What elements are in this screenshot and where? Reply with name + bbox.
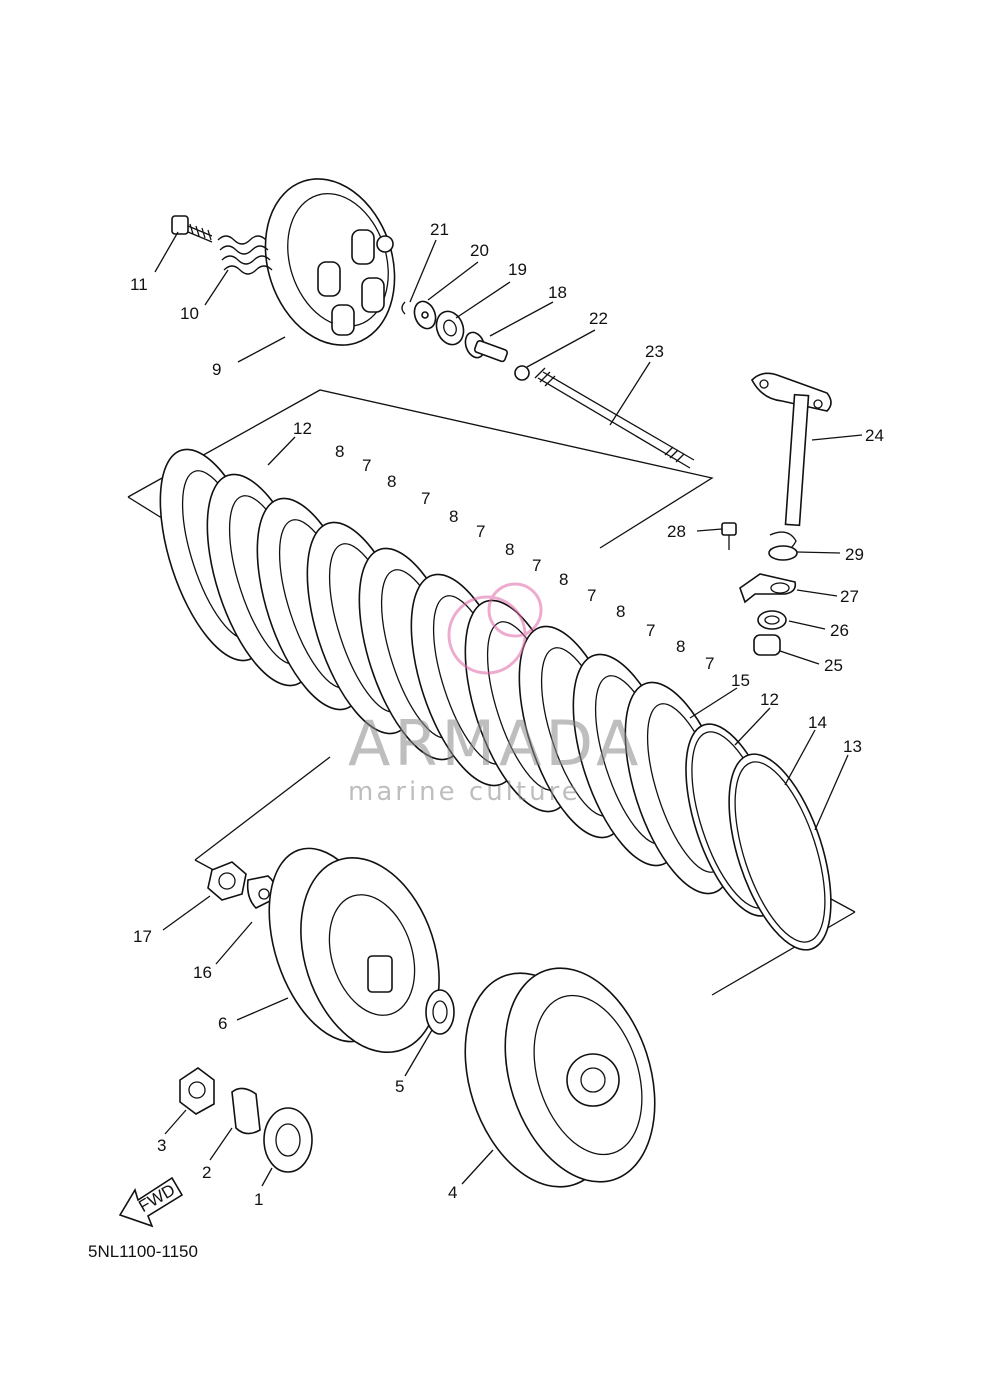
callout-13: 13 [843, 737, 862, 756]
pressure-plate [264, 178, 396, 346]
clutch-boss [268, 847, 440, 1054]
callout-18: 18 [548, 283, 567, 302]
callout-28: 28 [667, 522, 686, 541]
shaft-small-parts [721, 522, 798, 656]
clutch-plate-stack [159, 448, 736, 895]
clutch-spring [217, 235, 273, 275]
clutch-housing [464, 967, 656, 1188]
callout-16: 16 [193, 963, 212, 982]
spring-bolt [171, 215, 213, 243]
nut-and-washer [207, 861, 278, 909]
watermark-sub: marine culture [348, 777, 581, 807]
callout-2: 2 [202, 1163, 211, 1182]
callout-12b: 12 [760, 690, 779, 709]
callout-11: 11 [130, 275, 148, 294]
callout-19: 19 [508, 260, 527, 279]
leader-lines [154, 231, 863, 1187]
callout-27: 27 [840, 587, 859, 606]
callout-7c: 7 [476, 522, 485, 541]
callout-7b: 7 [421, 489, 430, 508]
callout-7a: 7 [362, 456, 371, 475]
callout-24: 24 [865, 426, 884, 445]
callout-labels: 1 2 3 4 5 6 7 7 7 7 7 7 7 8 8 8 8 8 8 8 … [130, 220, 884, 1209]
callout-3: 3 [157, 1136, 166, 1155]
callout-8f: 8 [616, 602, 625, 621]
watermark-brand: ARMADA [348, 707, 642, 780]
callout-14: 14 [808, 713, 827, 732]
diagram-code: 5NL1100-1150 [88, 1242, 198, 1261]
callout-8e: 8 [559, 570, 568, 589]
callout-7e: 7 [587, 586, 596, 605]
lock-washer [425, 989, 455, 1035]
callout-8b: 8 [387, 472, 396, 491]
callout-10: 10 [180, 304, 199, 323]
lock-nut-and-gear [179, 1067, 313, 1173]
callout-7g: 7 [705, 654, 714, 673]
callout-15: 15 [731, 671, 750, 690]
callout-8a: 8 [335, 442, 344, 461]
callout-6: 6 [218, 1014, 227, 1033]
callout-29: 29 [845, 545, 864, 564]
assembly-bracket-upper [127, 389, 714, 549]
callout-12a: 12 [293, 419, 312, 438]
push-rod [534, 367, 695, 469]
callout-7f: 7 [646, 621, 655, 640]
callout-23: 23 [645, 342, 664, 361]
callout-26: 26 [830, 621, 849, 640]
fwd-arrow: FWD [118, 1176, 184, 1228]
callout-4: 4 [448, 1183, 457, 1202]
callout-21: 21 [430, 220, 449, 239]
push-rod-parts [401, 300, 530, 381]
watermark: ARMADA marine culture [348, 582, 642, 807]
cushion-rings [685, 723, 832, 951]
callout-20: 20 [470, 241, 489, 260]
callout-25: 25 [824, 656, 843, 675]
callout-8g: 8 [676, 637, 685, 656]
callout-1: 1 [254, 1190, 263, 1209]
callout-9: 9 [212, 360, 221, 379]
callout-8c: 8 [449, 507, 458, 526]
callout-17: 17 [133, 927, 152, 946]
callout-22: 22 [589, 309, 608, 328]
callout-5: 5 [395, 1077, 404, 1096]
callout-8d: 8 [505, 540, 514, 559]
callout-7d: 7 [532, 556, 541, 575]
push-lever-shaft [751, 372, 832, 527]
